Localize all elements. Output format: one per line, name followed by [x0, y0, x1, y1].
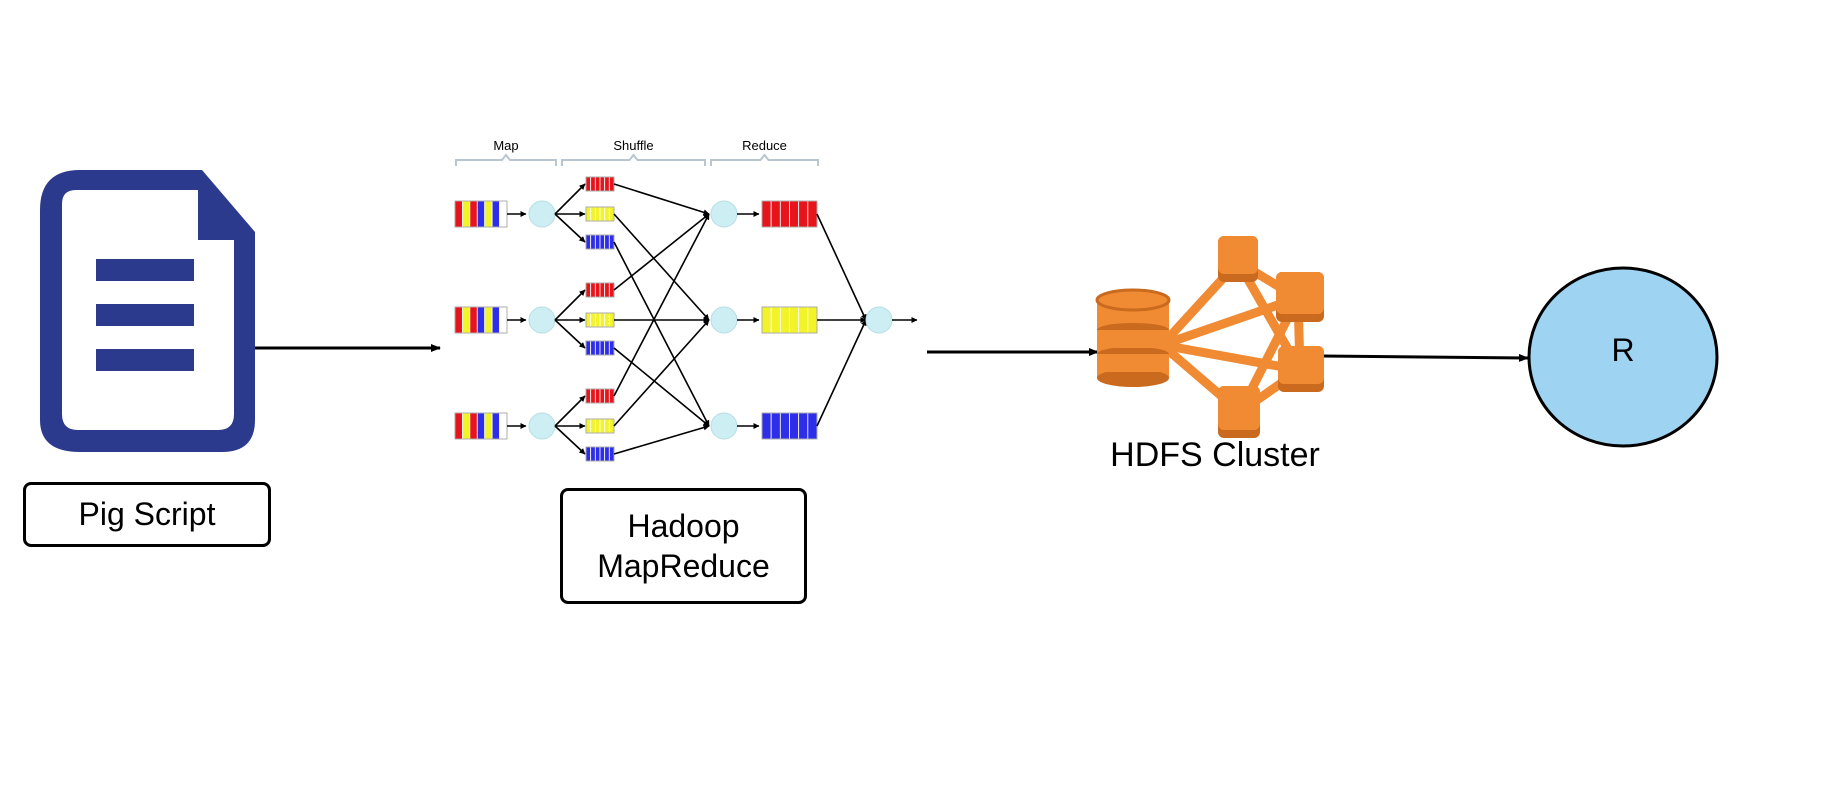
reduce-node [710, 200, 738, 228]
reduce-output-queue [761, 306, 818, 334]
r-label: R [1611, 332, 1635, 368]
map-input-queue [454, 306, 508, 334]
map-to-shuffle-arrow [554, 289, 586, 321]
shuffle-arrow [613, 213, 710, 321]
phase-label-reduce: Reduce [742, 138, 787, 153]
map-input-queue [454, 412, 508, 440]
document-icon [40, 170, 255, 452]
map-to-shuffle-arrow [554, 183, 586, 215]
arrow-hdfs-to-r [1321, 353, 1529, 362]
r-node [1527, 266, 1719, 448]
map-to-shuffle-arrow [554, 425, 586, 455]
shuffle-queue [585, 282, 615, 298]
reduce-node [710, 306, 738, 334]
map-node [528, 200, 556, 228]
phase-bracket [710, 153, 819, 166]
phase-bracket [561, 153, 706, 166]
shuffle-arrow [613, 183, 710, 216]
shuffle-arrow [613, 241, 710, 427]
map-node [528, 412, 556, 440]
phase-label-map: Map [493, 138, 518, 153]
pig-script-label-box: Pig Script [23, 482, 271, 547]
shuffle-arrow [613, 319, 710, 427]
map-node [528, 306, 556, 334]
mapreduce-figure: Map Shuffle Reduce [454, 138, 918, 462]
map-to-shuffle-arrow [554, 213, 586, 243]
shuffle-queue [585, 388, 615, 404]
shuffle-queue [585, 340, 615, 356]
reduce-to-merge-arrow [816, 319, 867, 427]
mapreduce-label-box: Hadoop MapReduce [560, 488, 807, 604]
map-to-shuffle-arrow [554, 319, 586, 349]
map-input-queue [454, 200, 508, 228]
shuffle-queue [585, 418, 615, 434]
shuffle-arrow [613, 424, 710, 455]
shuffle-queue [585, 234, 615, 250]
shuffle-queue [585, 312, 615, 328]
mapreduce-label-line1: Hadoop [627, 508, 740, 544]
pig-script-label: Pig Script [78, 496, 216, 532]
reduce-output-queue [761, 200, 818, 228]
map-to-shuffle-arrow [554, 395, 586, 427]
reduce-output-queue [761, 412, 818, 440]
shuffle-queue [585, 206, 615, 222]
phase-bracket [455, 153, 557, 166]
phase-label-shuffle: Shuffle [613, 138, 653, 153]
cluster-icon [1095, 236, 1324, 438]
hdfs-cluster-label: HDFS Cluster [1110, 436, 1320, 474]
shuffle-arrow [613, 213, 710, 397]
reduce-to-merge-arrow [816, 213, 867, 321]
shuffle-arrow [613, 347, 710, 427]
shuffle-queue [585, 446, 615, 462]
reduce-node [710, 412, 738, 440]
merge-node [865, 306, 893, 334]
shuffle-arrow [613, 213, 710, 291]
mapreduce-label-line2: MapReduce [597, 548, 770, 584]
shuffle-queue [585, 176, 615, 192]
